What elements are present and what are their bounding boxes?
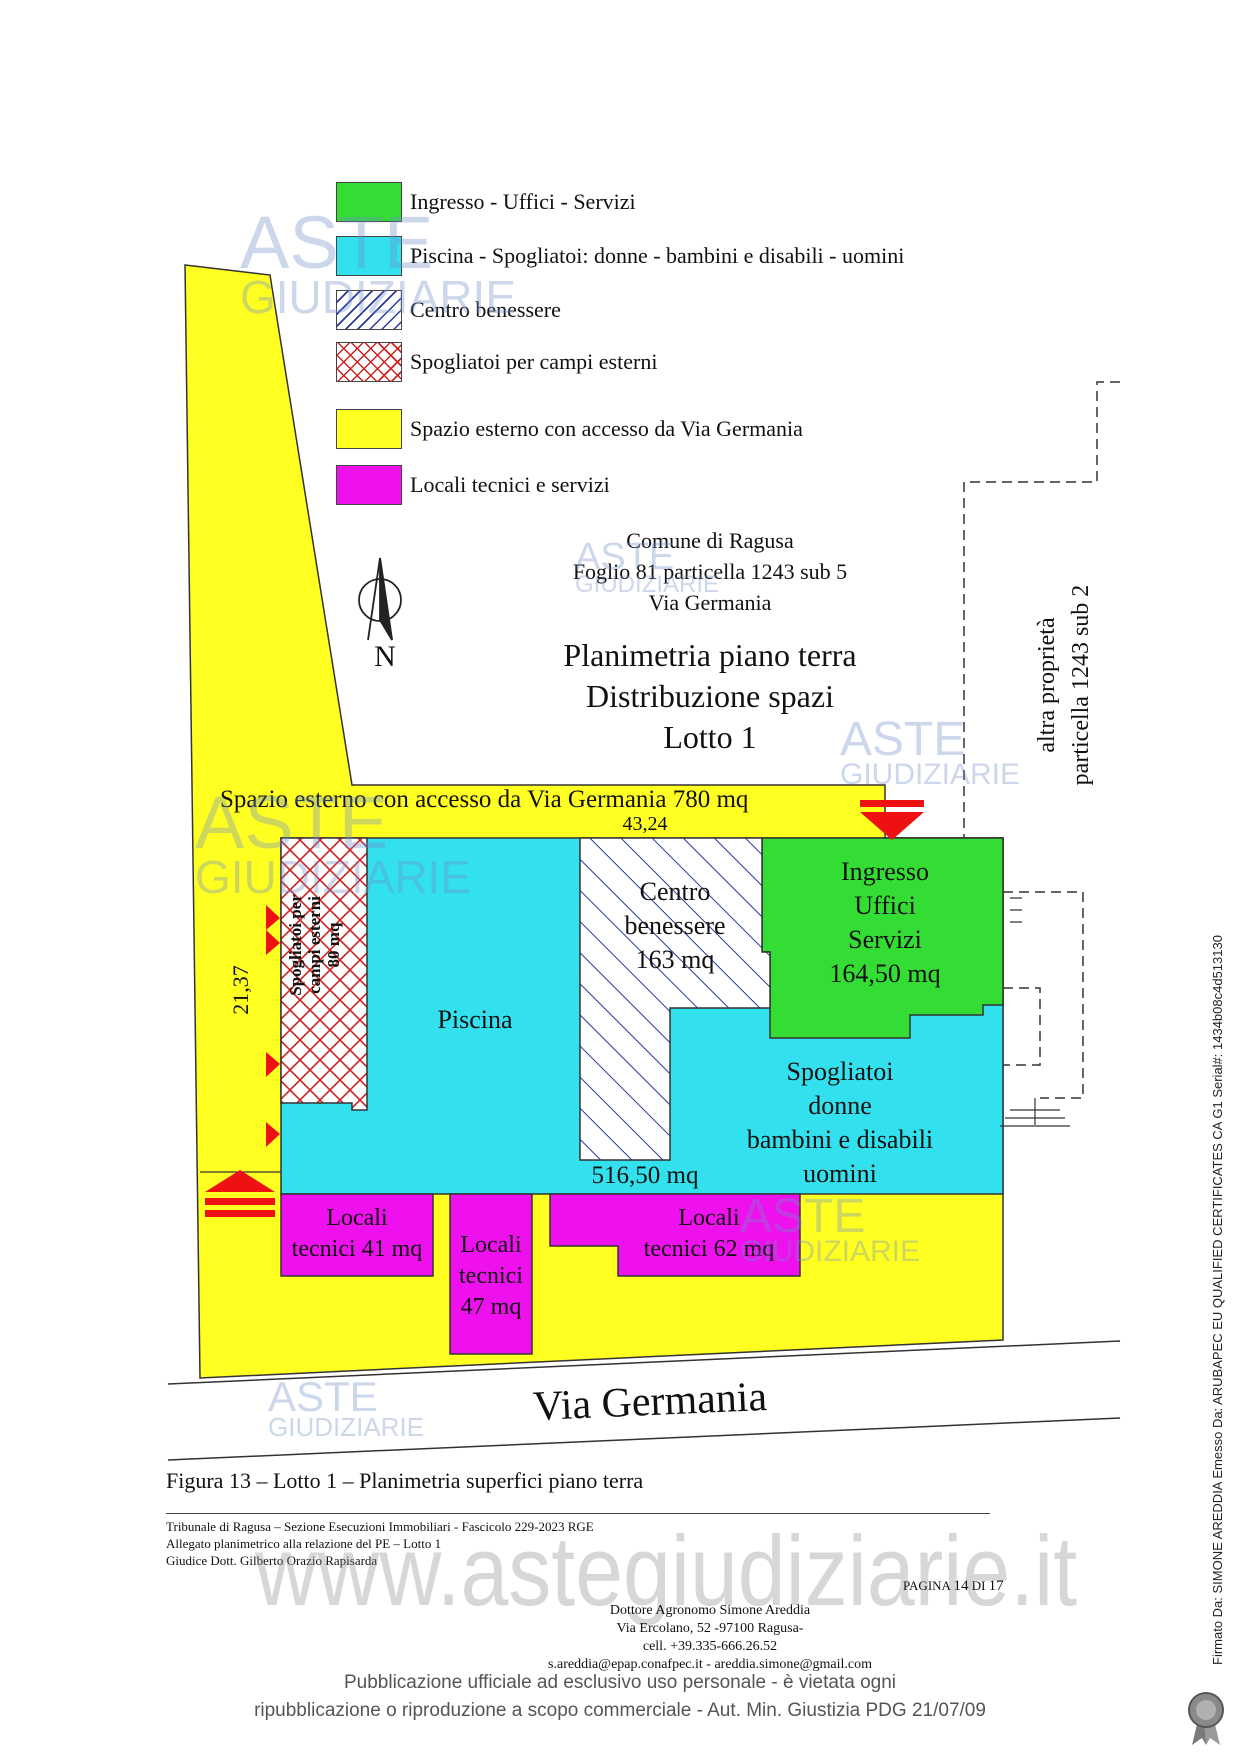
locali62-label: Locali tecnici 62 mq (618, 1203, 800, 1265)
spogliatoi-line1: Spogliatoi (786, 1057, 894, 1086)
legend-item-spazio-esterno: Spazio esterno con accesso da Via German… (336, 407, 803, 451)
locali62-line2: tecnici 62 mq (643, 1236, 775, 1262)
location-line3: Via Germania (648, 590, 772, 615)
spogliatoi-esterni-line1: Spogliatoi per (286, 894, 305, 996)
legend-swatch-green (336, 182, 402, 222)
footer-line3: Giudice Dott. Gilberto Orazio Rapisarda (166, 1553, 378, 1568)
legend-swatch-cyan (336, 236, 402, 276)
piscina-area-label: 516,50 mq (591, 1162, 699, 1189)
page-prefix: PAGINA (903, 1578, 951, 1593)
neighbor-line2: particella 1243 sub 2 (1068, 584, 1094, 786)
spogliatoi-line2: donne (808, 1091, 872, 1120)
caption-divider (166, 1513, 990, 1514)
locali-tecnici-areas (280, 1193, 801, 1355)
ingresso-line4: 164,50 mq (829, 959, 941, 988)
piscina-label: Piscina (437, 1005, 513, 1034)
page-number: PAGINA 14 DI 17 (903, 1578, 1004, 1595)
access-arrows (205, 800, 924, 1217)
locali47-line3: 47 mq (460, 1294, 522, 1320)
page-total: 17 (988, 1578, 1004, 1594)
centro-benessere-label: Centro benessere 163 mq (590, 875, 760, 977)
footer-line1: Tribunale di Ragusa – Sezione Esecuzioni… (166, 1519, 594, 1534)
location-line2: Foglio 81 particella 1243 sub 5 (572, 559, 848, 584)
centro-benessere-area (579, 837, 771, 1161)
author-emails: s.areddia@epap.conafpec.it - areddia.sim… (548, 1657, 872, 1672)
ingresso-label: Ingresso Uffici Servizi 164,50 mq (790, 855, 980, 991)
legend-label: Spazio esterno con accesso da Via German… (410, 416, 803, 441)
dim-height-label: 21,37 (228, 965, 253, 1015)
spogliatoi-esterni-area (280, 837, 368, 1111)
spogliatoi-line3: bambini e disabili (746, 1125, 934, 1154)
compass-label: N (374, 640, 396, 673)
location-line1: Comune di Ragusa (626, 528, 794, 553)
plan-title-line1: Planimetria piano terra (563, 637, 857, 673)
legend-item-locali: Locali tecnici e servizi (336, 463, 610, 507)
locali41-line2: tecnici 41 mq (291, 1236, 423, 1262)
digital-signature: Firmato Da: SIMONE AREDDIA Emesso Da: AR… (1210, 935, 1225, 1665)
neighbor-label-block: altra proprietà particella 1243 sub 2 (1030, 550, 1100, 820)
legend-swatch-yellow (336, 409, 402, 449)
legend-label: Locali tecnici e servizi (410, 472, 610, 497)
legend-label: Piscina - Spogliatoi: donne - bambini e … (410, 243, 905, 268)
legend-label: Spogliatoi per campi esterni (410, 349, 658, 374)
external-space-label: Spazio esterno con accesso da Via German… (220, 786, 749, 813)
dim-width-label: 43,24 (622, 813, 668, 835)
centro-line3: 163 mq (635, 945, 715, 974)
plan-title-line2: Distribuzione spazi (586, 678, 834, 714)
spogliatoi-label: Spogliatoi donne bambini e disabili uomi… (720, 1055, 960, 1191)
centro-line1: Centro (639, 877, 711, 906)
spogliatoi-esterni-line3: 80 mq (324, 922, 343, 968)
legend-swatch-crosshatch (336, 342, 402, 382)
locali47-label: Locali tecnici 47 mq (450, 1230, 532, 1323)
legend-item-ingresso: Ingresso - Uffici - Servizi (336, 180, 636, 224)
spogliatoi-esterni-label: Spogliatoi per campi esterni 80 mq (286, 845, 343, 1045)
legend-item-piscina: Piscina - Spogliatoi: donne - bambini e … (336, 234, 904, 278)
notice-line2: ripubblicazione o riproduzione a scopo c… (254, 1700, 986, 1721)
stairs-icon (1000, 897, 1070, 1127)
street-line-bottom (167, 1417, 1121, 1461)
legend-item-spogliatoi-esterni: Spogliatoi per campi esterni (336, 340, 657, 384)
author-address: Via Ercolano, 52 -97100 Ragusa- (616, 1621, 804, 1636)
page-of: DI (971, 1578, 986, 1593)
notice-line1: Pubblicazione ufficiale ad esclusivo uso… (343, 1672, 897, 1693)
figure-caption: Figura 13 – Lotto 1 – Planimetria superf… (166, 1468, 644, 1493)
locali47-line1: Locali (460, 1232, 522, 1258)
legend-swatch-magenta (336, 465, 402, 505)
ingresso-line1: Ingresso (840, 857, 930, 886)
author-block: Dottore Agronomo Simone Areddia Via Erco… (460, 1602, 960, 1656)
ingresso-line2: Uffici (854, 891, 916, 920)
spogliatoi-esterni-line2: campi esterni (305, 896, 324, 994)
centro-line2: benessere (624, 911, 726, 940)
location-block: Comune di Ragusa Foglio 81 particella 12… (500, 525, 920, 618)
plan-title-line3: Lotto 1 (663, 719, 757, 755)
locali47-line2: tecnici (459, 1263, 523, 1289)
compass-icon (358, 557, 402, 641)
locali41-line1: Locali (326, 1205, 388, 1231)
author-phone: cell. +39.335-666.26.52 (642, 1639, 778, 1654)
author-name: Dottore Agronomo Simone Areddia (609, 1603, 811, 1618)
locali41-label: Locali tecnici 41 mq (281, 1203, 433, 1265)
plan-title: Planimetria piano terra Distribuzione sp… (490, 635, 930, 758)
footer-line2: Allegato planimetrico alla relazione del… (166, 1536, 442, 1551)
floor-plan (167, 264, 1121, 1461)
ingresso-line3: Servizi (848, 925, 922, 954)
seal-icon (1186, 1690, 1226, 1745)
footer-court: Tribunale di Ragusa – Sezione Esecuzioni… (166, 1518, 594, 1569)
neighbor-line1: altra proprietà (1034, 617, 1060, 753)
neighbor-boundary (963, 381, 1120, 1099)
legend-swatch-hatch (336, 290, 402, 330)
spogliatoi-line4: uomini (803, 1159, 877, 1188)
legend-label: Ingresso - Uffici - Servizi (410, 189, 636, 214)
legend-item-centro: Centro benessere (336, 288, 561, 332)
street-line-top (167, 1340, 1121, 1385)
legend-label: Centro benessere (410, 297, 561, 322)
page-num: 14 (953, 1578, 969, 1594)
locali62-line1: Locali (678, 1205, 740, 1231)
